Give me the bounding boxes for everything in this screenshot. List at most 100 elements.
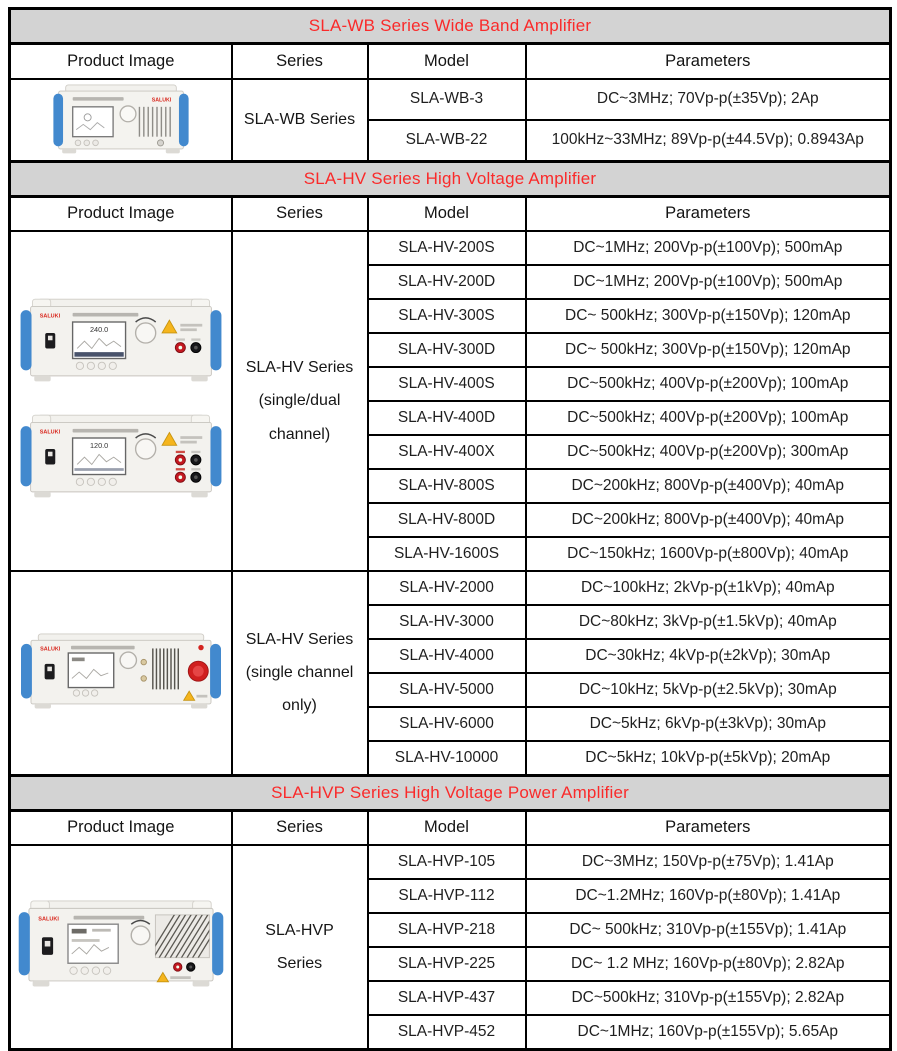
parameters-cell: DC~ 1.2 MHz; 160Vp-p(±80Vp); 2.82Ap <box>524 946 892 982</box>
handle-right <box>211 912 224 976</box>
table-row: SLA-WB-22 100kHz~33MHz; 89Vp-p(±44.5Vp);… <box>10 118 892 163</box>
warning-triangle-icon <box>182 690 196 701</box>
model-cell: SLA-HV-2000 <box>366 570 527 606</box>
section-header-sla-hvp: SLA-HVP Series High Voltage Power Amplif… <box>8 773 892 812</box>
brand-logo: SALUKI <box>39 429 60 435</box>
parameters-cell: DC~500kHz; 400Vp-p(±200Vp); 100mAp <box>524 366 892 402</box>
model-cell: SLA-WB-3 <box>366 77 527 121</box>
model-cell: SLA-HV-300S <box>366 298 527 334</box>
column-header-row: Product Image Series Model Parameters <box>8 195 892 232</box>
control-knob <box>119 104 137 122</box>
parameters-cell: DC~1MHz; 200Vp-p(±100Vp); 500mAp <box>524 264 892 300</box>
table-row: SLA-HV-400X DC~500kHz; 400Vp-p(±200Vp); … <box>10 434 892 470</box>
product-image-sla-hv-dual: SALUKI 240.0 <box>8 230 233 572</box>
col-header-model: Model <box>366 42 527 80</box>
parameters-cell: DC~500kHz; 310Vp-p(±155Vp); 2.82Ap <box>524 980 892 1016</box>
model-cell: SLA-HVP-218 <box>366 912 527 948</box>
table-row: SLA-HV-400S DC~500kHz; 400Vp-p(±200Vp); … <box>10 366 892 402</box>
parameters-cell: DC~3MHz; 150Vp-p(±75Vp); 1.41Ap <box>524 844 892 880</box>
series-cell-sla-hv-dual: SLA-HV Series (single/dual channel) <box>230 230 369 572</box>
brand-logo: SALUKI <box>38 917 59 923</box>
handle-left <box>20 426 32 487</box>
handle-left <box>18 912 30 976</box>
table-row: SLA-HV-5000 DC~10kHz; 5kVp-p(±2.5kVp); 3… <box>10 672 892 708</box>
parameters-cell: DC~ 500kHz; 300Vp-p(±150Vp); 120mAp <box>524 298 892 334</box>
model-cell: SLA-HV-400X <box>366 434 527 470</box>
col-header-product-image: Product Image <box>8 809 233 846</box>
col-header-series: Series <box>230 195 369 232</box>
control-knob <box>134 322 157 344</box>
parameters-cell: 100kHz~33MHz; 89Vp-p(±44.5Vp); 0.8943Ap <box>524 118 892 163</box>
parameters-cell: DC~10kHz; 5kVp-p(±2.5kVp); 30mAp <box>524 672 892 708</box>
device-screen <box>71 105 114 137</box>
sla-hvp-device-illustration: SALUKI <box>18 900 224 987</box>
col-header-product-image: Product Image <box>8 42 233 80</box>
table-row: SALUKI <box>8 844 892 1050</box>
model-cell: SLA-HVP-225 <box>366 946 527 982</box>
table-row: SALUKI <box>8 570 892 776</box>
col-header-series: Series <box>230 42 369 80</box>
col-header-product-image: Product Image <box>8 195 233 232</box>
model-cell: SLA-HV-800S <box>366 468 527 504</box>
control-knob <box>134 438 157 460</box>
table-row: SLA-HV-6000 DC~5kHz; 6kVp-p(±3kVp); 30mA… <box>10 706 892 742</box>
brand-logo: SALUKI <box>39 313 60 319</box>
table-row: SALUKI SLA-WB Series SLA-WB-3 <box>8 77 892 162</box>
connector-top <box>140 658 147 666</box>
control-knob <box>130 925 151 946</box>
parameters-cell: DC~500kHz; 400Vp-p(±200Vp); 100mAp <box>524 400 892 436</box>
amplifier-product-table: SLA-WB Series Wide Band Amplifier Produc… <box>8 7 893 1051</box>
handle-right <box>210 310 222 371</box>
table-row: SLA-HV-300S DC~ 500kHz; 300Vp-p(±150Vp);… <box>10 298 892 334</box>
col-header-parameters: Parameters <box>524 195 892 232</box>
parameters-cell: DC~200kHz; 800Vp-p(±400Vp); 40mAp <box>524 468 892 504</box>
vent-grille <box>151 648 179 690</box>
sla-hv-dual-device-illustration: SALUKI 120.0 <box>20 414 222 498</box>
handle-left <box>53 93 63 146</box>
product-image-sla-hv-single: SALUKI <box>8 570 233 776</box>
col-header-parameters: Parameters <box>524 809 892 846</box>
model-cell: SLA-HVP-112 <box>366 878 527 914</box>
screen-readout: 240.0 <box>90 325 108 334</box>
table-row: SLA-HV-1600S DC~150kHz; 1600Vp-p(±800Vp)… <box>10 536 892 572</box>
table-row: SLA-HVP-437 DC~500kHz; 310Vp-p(±155Vp); … <box>10 980 892 1016</box>
parameters-cell: DC~200kHz; 800Vp-p(±400Vp); 40mAp <box>524 502 892 538</box>
section-header-sla-wb: SLA-WB Series Wide Band Amplifier <box>8 7 892 45</box>
parameters-cell: DC~100kHz; 2kVp-p(±1kVp); 40mAp <box>524 570 892 606</box>
table-row: SLA-HV-800D DC~200kHz; 800Vp-p(±400Vp); … <box>10 502 892 538</box>
connector <box>156 138 164 146</box>
model-cell: SLA-HV-1600S <box>366 536 527 572</box>
product-image-sla-hvp: SALUKI <box>8 844 233 1050</box>
model-cell: SLA-HV-4000 <box>366 638 527 674</box>
series-cell-sla-hv-single: SLA-HV Series (single channel only) <box>230 570 369 776</box>
handle-right <box>178 93 189 146</box>
parameters-cell: DC~ 500kHz; 310Vp-p(±155Vp); 1.41Ap <box>524 912 892 948</box>
model-cell: SLA-HV-200D <box>366 264 527 300</box>
warning-triangle-icon <box>161 319 178 334</box>
table-row: SLA-HV-3000 DC~80kHz; 3kVp-p(±1.5kVp); 4… <box>10 604 892 640</box>
table-row: SLA-HV-300D DC~ 500kHz; 300Vp-p(±150Vp);… <box>10 332 892 368</box>
sla-hv-single-device-illustration: SALUKI 240.0 <box>20 298 222 382</box>
power-switch <box>44 448 56 465</box>
parameters-cell: DC~80kHz; 3kVp-p(±1.5kVp); 40mAp <box>524 604 892 640</box>
model-cell: SLA-HVP-105 <box>366 844 527 880</box>
model-cell: SLA-HV-800D <box>366 502 527 538</box>
parameters-cell: DC~5kHz; 10kVp-p(±5kVp); 20mAp <box>524 740 892 776</box>
model-cell: SLA-HVP-437 <box>366 980 527 1016</box>
table-row: SLA-HV-4000 DC~30kHz; 4kVp-p(±2kVp); 30m… <box>10 638 892 674</box>
col-header-series: Series <box>230 809 369 846</box>
parameters-cell: DC~1.2MHz; 160Vp-p(±80Vp); 1.41Ap <box>524 878 892 914</box>
model-cell: SLA-HV-3000 <box>366 604 527 640</box>
col-header-model: Model <box>366 195 527 232</box>
model-cell: SLA-HV-200S <box>366 230 527 266</box>
section-title: SLA-HV Series High Voltage Amplifier <box>8 159 892 198</box>
parameters-cell: DC~3MHz; 70Vp-p(±35Vp); 2Ap <box>524 77 892 121</box>
handle-right <box>210 426 222 487</box>
handle-left <box>20 310 32 371</box>
brand-logo: SALUKI <box>151 97 171 103</box>
series-cell-sla-hvp: SLA-HVP Series <box>230 844 369 1050</box>
table-row: SALUKI 240.0 <box>8 230 892 572</box>
product-image-sla-wb: SALUKI <box>8 77 233 162</box>
model-cell: SLA-HV-400S <box>366 366 527 402</box>
model-cell: SLA-HV-5000 <box>366 672 527 708</box>
